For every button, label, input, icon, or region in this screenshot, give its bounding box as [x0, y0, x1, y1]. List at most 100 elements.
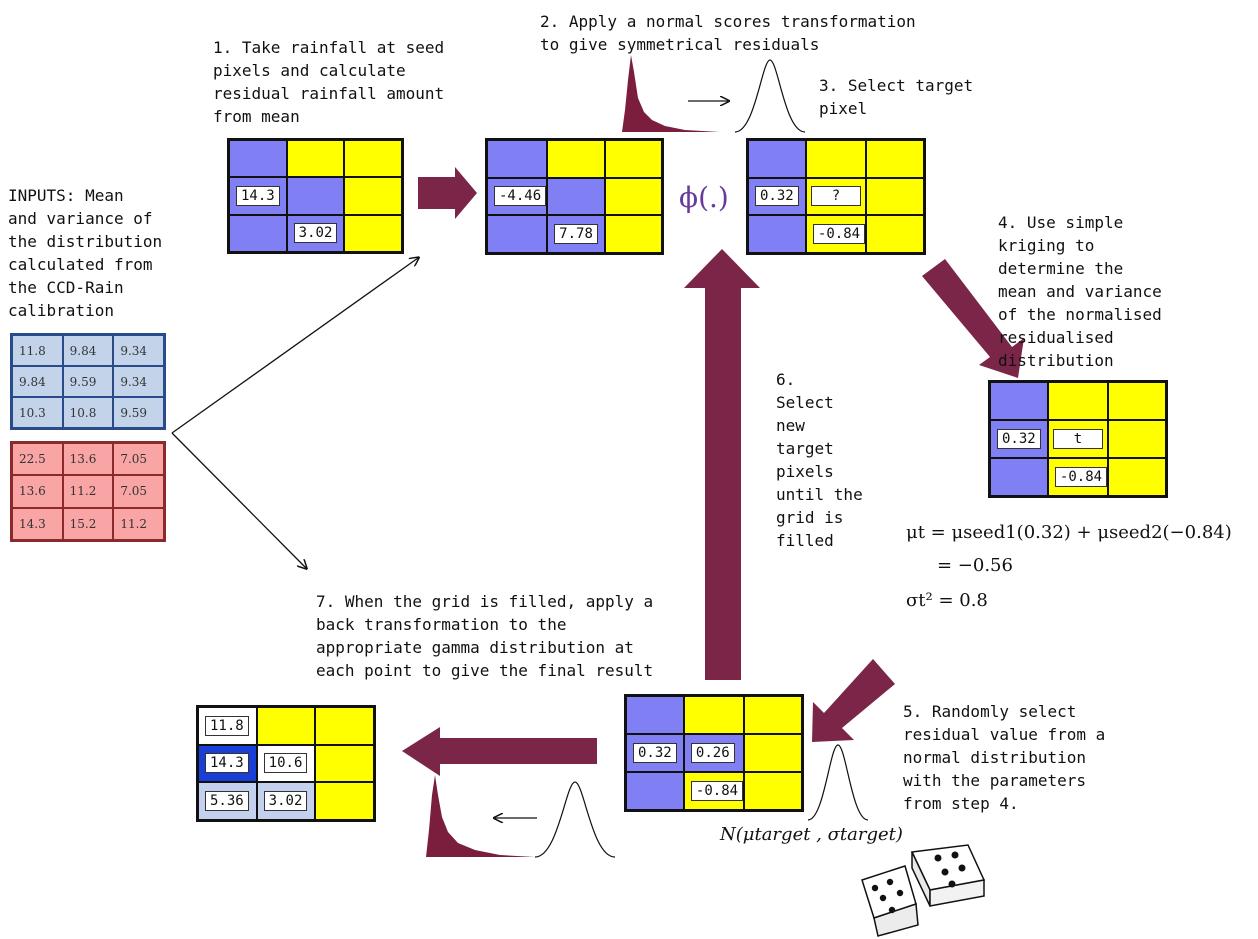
- grid-cell: 0.32: [748, 177, 806, 216]
- final-result-grid: 11.8 14.3 10.6 5.36 3.02: [196, 705, 376, 822]
- normal-distribution-notation: N(μtarget , σtarget): [720, 824, 903, 845]
- grid-cell: -0.84: [1047, 458, 1109, 496]
- grid-cell: [805, 140, 867, 178]
- table-cell: 7.05: [113, 443, 164, 476]
- grid-cell: [315, 707, 374, 745]
- table-cell: 7.05: [113, 475, 164, 508]
- grid-cell: 0.26: [683, 734, 745, 772]
- grid-cell: [487, 140, 548, 178]
- grid-cell: [256, 707, 316, 745]
- grid-cell: [626, 696, 684, 734]
- step-2-label: 2. Apply a normal scores transformation …: [540, 12, 916, 54]
- grid-cell: 5.36: [198, 782, 257, 820]
- table-cell: 9.59: [113, 397, 164, 428]
- table-cell: 10.8: [62, 397, 114, 428]
- cell-value: -0.84: [690, 781, 744, 801]
- grid-cell: 0.32: [990, 420, 1048, 458]
- step-1-label: 1. Take rainfall at seed pixels and calc…: [213, 38, 445, 126]
- kriging-variance-formula: σt² = 0.8: [906, 590, 988, 611]
- grid-cell: -4.46: [487, 177, 548, 216]
- table-cell: 22.5: [12, 443, 63, 476]
- grid-cell: 3.02: [256, 782, 316, 820]
- grid-cell: [604, 215, 662, 253]
- grid-cell: 14.3: [229, 177, 287, 215]
- phi-transform-symbol: ϕ(.): [679, 181, 729, 214]
- normal-scores-grid: -4.46 7.78: [485, 138, 664, 255]
- step-3-label: 3. Select target pixel: [819, 76, 974, 118]
- cell-value: 3.02: [263, 791, 308, 812]
- grid-cell: [229, 214, 287, 252]
- grid-cell: ?: [805, 177, 867, 216]
- kriging-grid: 0.32 t -0.84: [988, 380, 1168, 498]
- variance-input-table: 22.5 13.6 7.05 13.6 11.2 7.05 14.3 15.2 …: [10, 441, 166, 542]
- cell-value: -0.84: [812, 224, 866, 245]
- step-5-label: 5. Randomly select residual value from a…: [903, 702, 1106, 813]
- connector-inputs-top: [171, 258, 418, 434]
- skewed-distribution-icon: [622, 55, 720, 132]
- grid-cell: [1047, 382, 1109, 420]
- grid-cell: [744, 696, 802, 734]
- grid-cell: [683, 696, 745, 734]
- grid-cell: [315, 782, 374, 820]
- grid-cell: [286, 140, 345, 178]
- cell-value: 7.78: [554, 224, 598, 245]
- seed-residual-grid: 14.3 3.02: [227, 138, 404, 254]
- table-cell: 9.34: [113, 335, 164, 366]
- grid-cell: [315, 744, 374, 783]
- arrow-step5-to-6: [684, 249, 760, 680]
- grid-cell: [744, 772, 802, 810]
- grid-cell: [748, 215, 806, 253]
- grid-cell: [626, 772, 684, 810]
- target-cell-value: ?: [811, 186, 861, 207]
- connector-inputs-bottom: [171, 432, 306, 568]
- grid-cell: 11.8: [198, 707, 257, 745]
- arrow-step5-to-7: [402, 727, 597, 776]
- cell-value: 5.36: [205, 791, 249, 812]
- arrow-step1-to-2: [418, 167, 477, 219]
- grid-cell: [1108, 382, 1166, 420]
- mean-input-table: 11.8 9.84 9.34 9.84 9.59 9.34 10.3 10.8 …: [10, 333, 166, 430]
- target-pixel-grid: 0.32 ? -0.84: [746, 138, 926, 255]
- grid-cell: 0.32: [626, 734, 684, 772]
- grid-cell: [748, 140, 806, 178]
- cell-value: -0.84: [1054, 467, 1108, 487]
- normal-distribution-icon: [807, 744, 869, 821]
- dice-icon: [861, 844, 986, 937]
- grid-cell: t: [1047, 420, 1109, 458]
- table-cell: 9.84: [12, 366, 63, 397]
- step-4-label: 4. Use simple kriging to determine the m…: [998, 213, 1162, 370]
- table-cell: 9.34: [113, 366, 164, 397]
- grid-cell: [1108, 458, 1166, 496]
- kriging-mean-result: = −0.56: [937, 555, 1013, 576]
- cell-value: 14.3: [236, 185, 280, 206]
- arrow-step3-to-4: [922, 259, 1024, 378]
- normal-distribution-icon: [734, 59, 806, 133]
- table-cell: 9.59: [62, 366, 114, 397]
- grid-cell: [547, 177, 605, 216]
- cell-value: 0.32: [997, 429, 1041, 449]
- grid-cell: [487, 215, 548, 253]
- step-7-label: 7. When the grid is filled, apply a back…: [316, 592, 654, 680]
- grid-cell: [866, 140, 924, 178]
- table-cell: 9.84: [62, 335, 114, 366]
- table-cell: 11.2: [62, 475, 114, 508]
- grid-cell: [344, 177, 402, 215]
- table-cell: 10.3: [12, 397, 63, 428]
- grid-cell: -0.84: [805, 215, 867, 253]
- grid-cell: [866, 177, 924, 216]
- grid-cell: [286, 177, 345, 215]
- inputs-label: INPUTS: Mean and variance of the distrib…: [8, 186, 163, 320]
- grid-cell: [866, 215, 924, 253]
- target-cell-value: t: [1053, 429, 1103, 449]
- grid-cell: [990, 458, 1048, 496]
- cell-value: -4.46: [494, 186, 547, 207]
- grid-cell: 3.02: [286, 214, 345, 252]
- grid-cell: [990, 382, 1048, 420]
- table-cell: 11.8: [12, 335, 63, 366]
- grid-cell: [344, 214, 402, 252]
- grid-cell: 14.3: [198, 744, 257, 783]
- cell-value: 0.32: [633, 743, 677, 763]
- grid-cell: [229, 140, 287, 178]
- cell-value: 10.6: [263, 753, 308, 774]
